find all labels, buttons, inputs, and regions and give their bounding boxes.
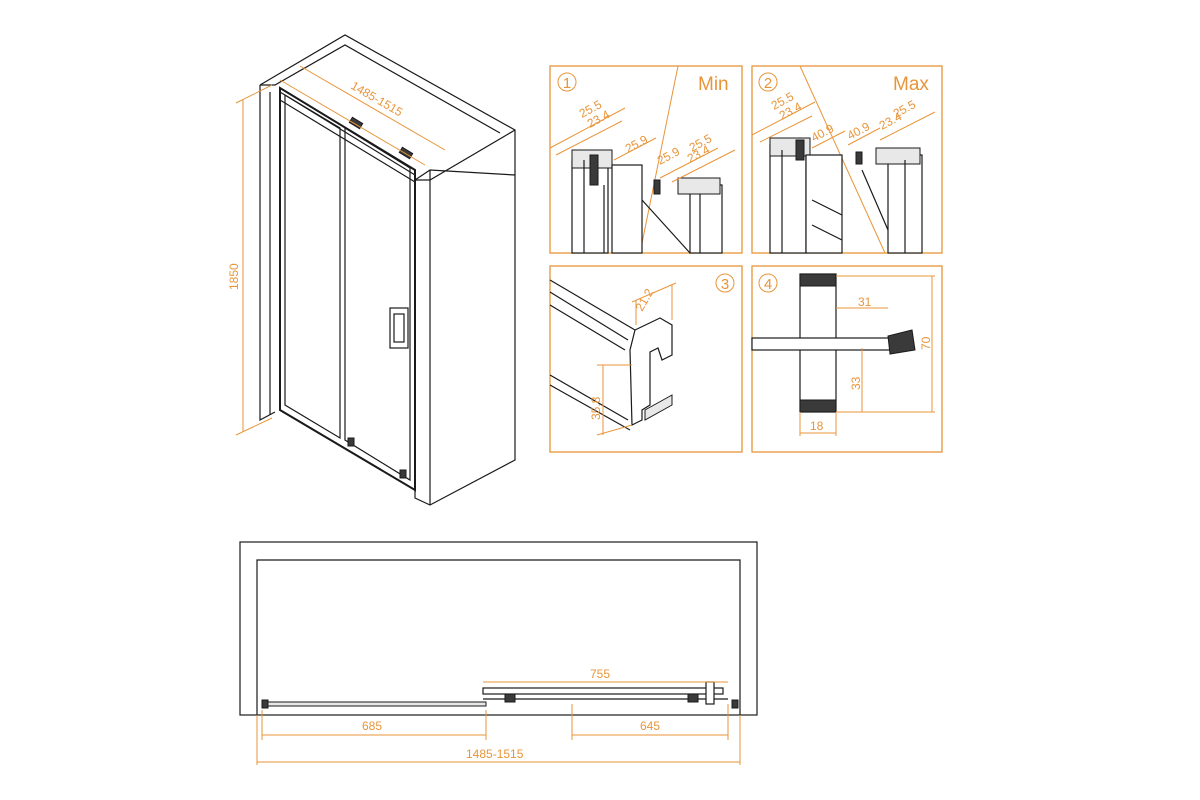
d2-dim-4	[847, 127, 881, 146]
left-wall-outer	[259, 85, 276, 421]
detail-3-circle	[715, 273, 735, 293]
d1-profile-right-top	[677, 177, 721, 195]
roller-top-1	[348, 116, 364, 130]
iso-height-label: 1850	[227, 263, 241, 290]
plan-handle	[705, 681, 715, 705]
width-dim-line	[279, 79, 426, 166]
d2-dim-2	[759, 115, 813, 143]
d3-profile-foot	[644, 394, 673, 421]
fixed-panel	[284, 93, 341, 440]
detail-4-number: 4	[764, 276, 772, 293]
d2-line-e	[861, 169, 889, 231]
d3-rail-top-2	[549, 291, 629, 341]
detail-4-frame	[751, 265, 943, 453]
d2-line-b	[811, 199, 843, 216]
height-ext-bottom	[235, 417, 273, 436]
guide-bottom-1	[347, 437, 355, 447]
plan-dim-755: 755	[590, 667, 610, 681]
d1-dim-5	[671, 149, 736, 183]
detail-2-mode: Max	[893, 74, 929, 95]
d2-glass-right	[855, 151, 863, 165]
d2-panel-mid	[805, 154, 843, 254]
d3-rail-top-1	[549, 279, 636, 331]
height-ext-top	[235, 84, 273, 104]
d3-dim-21-line	[631, 282, 677, 303]
d2-line-c	[811, 224, 843, 241]
d1-dim-1	[549, 107, 626, 149]
detail-3-panel: 3 21.2 35.8	[549, 265, 743, 453]
plan-wall-profile-right	[731, 699, 739, 709]
d2-dim-1	[751, 101, 816, 136]
d2-profile-left	[769, 144, 807, 254]
d4-seal-bar	[751, 337, 893, 351]
plan-roller-1	[504, 693, 516, 703]
width-dim-line-2	[299, 65, 446, 151]
detail-3-frame	[549, 265, 743, 453]
detail-1-number: 1	[563, 75, 571, 92]
d2-dim-label-3: 40.9	[809, 121, 836, 144]
detail-1-cut	[639, 65, 679, 254]
d3-rail-top-3	[549, 304, 626, 351]
d1-dim-2	[555, 120, 623, 156]
d2-profile-right-top	[875, 147, 921, 165]
d3-rail-bottom-1	[549, 374, 629, 421]
plan-inner-wall	[256, 559, 741, 715]
top-rail-2	[279, 99, 416, 183]
plan-roller-2	[687, 693, 699, 703]
plan-sliding-door	[482, 687, 724, 695]
enclosure-top-back	[259, 34, 516, 175]
detail-1-frame	[549, 65, 743, 254]
d4-dim-label-1: 31	[858, 295, 872, 309]
detail-1-panel: 1 Min 25.5 23.4 25.9 25.9 25.5 23.4	[549, 65, 743, 254]
detail-4-panel: 4 31 70 33 18	[751, 265, 943, 453]
d1-dim-3	[613, 137, 657, 161]
top-rail	[279, 91, 416, 176]
detail-2-circle	[758, 72, 778, 92]
d4-glass-top	[799, 273, 837, 287]
d1-line-d	[641, 199, 691, 254]
detail-2-frame	[751, 65, 943, 254]
d1-glass-left	[589, 154, 599, 186]
d3-rail-bottom-2	[549, 384, 631, 431]
d3-dim-label-2: 35.8	[589, 396, 603, 420]
plan-dim-685: 685	[362, 719, 382, 733]
d3-dim-35-bottom	[596, 424, 633, 436]
plan-view: 755 685 645 1485-1515	[239, 541, 758, 765]
door-frame	[279, 86, 416, 492]
d1-panel-mid	[611, 164, 643, 254]
sliding-panel	[344, 126, 411, 482]
detail-2-number: 2	[764, 75, 772, 92]
d1-glass-right	[653, 179, 661, 195]
d2-glass-left	[795, 139, 805, 161]
detail-1-mode: Min	[698, 74, 729, 95]
plan-dim-total: 1485-1515	[466, 747, 524, 761]
d1-dim-label-3: 25.9	[623, 132, 650, 155]
d1-profile-right	[689, 184, 723, 254]
d2-dim-3	[811, 130, 846, 149]
plan-outer-wall	[239, 541, 758, 716]
detail-3-number: 3	[721, 276, 729, 293]
isometric-view: 1485-1515 1850	[227, 34, 516, 506]
plan-dim-645: 645	[640, 719, 660, 733]
d2-dim-label-6: 25.5	[891, 97, 918, 120]
plan-fixed-panel	[261, 701, 487, 707]
plan-wall-profile-left	[261, 699, 269, 709]
guide-bottom-2	[399, 469, 407, 479]
detail-2-panel: 2 Max 25.5 23.4 40.9 40.9 23.4 25.5	[751, 65, 943, 254]
detail-4-circle	[758, 273, 778, 293]
detail-1-circle	[557, 72, 577, 92]
d1-dim-label-4: 25.9	[655, 144, 682, 167]
d4-seal-tip	[887, 329, 916, 355]
left-wall-top	[260, 44, 501, 134]
d1-dim-4	[659, 147, 719, 179]
d4-dim-label-4: 18	[810, 419, 824, 433]
d4-glass-bottom	[799, 399, 837, 413]
d2-dim-5	[879, 111, 936, 141]
d4-dim-label-3: 33	[849, 376, 863, 390]
d3-dim-label-1: 21.2	[632, 286, 656, 314]
right-wall-top	[415, 129, 516, 181]
door-handle-inner	[393, 313, 405, 343]
d4-dim-label-2: 70	[919, 336, 933, 350]
